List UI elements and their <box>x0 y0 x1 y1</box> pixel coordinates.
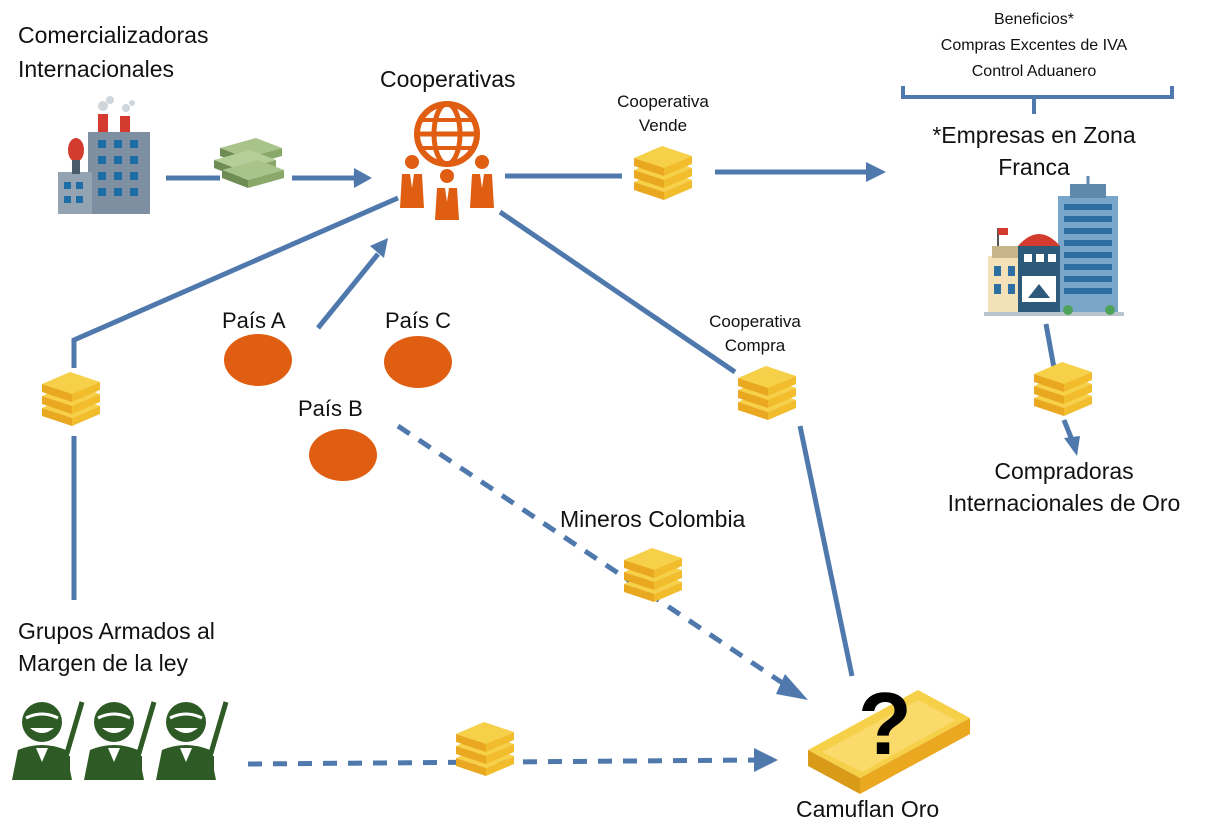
arrowhead-camuflan-1 <box>776 674 808 700</box>
gold-bars-icon-grupos <box>42 372 100 426</box>
gold-bars-icon-compradoras <box>1034 362 1092 416</box>
pais-c-marker <box>384 336 452 388</box>
arrow-pais-a-coop <box>316 252 380 330</box>
factory-icon <box>58 96 150 214</box>
connector-zf-gold <box>1043 323 1057 369</box>
compradoras-label-line2: Internacionales de Oro <box>947 490 1181 516</box>
cooperative-globe-icon <box>400 101 494 220</box>
connector-compra-camuflan <box>797 425 855 677</box>
gold-bars-icon-dashed <box>456 722 514 776</box>
money-stack-icon <box>214 138 284 188</box>
armed-group-icon <box>12 702 226 780</box>
pais-b-marker <box>309 429 377 481</box>
zona-franca-label-line2: Franca <box>998 154 1070 180</box>
mineros-label: Mineros Colombia <box>560 506 746 532</box>
gold-bars-icon-compra <box>738 366 796 420</box>
arrowhead-pais-a <box>370 238 388 258</box>
compradoras-label-line1: Compradoras <box>994 458 1134 484</box>
comercializadoras-label-line1: Comercializadoras <box>18 22 209 48</box>
gold-bars-icon-vende <box>634 146 692 200</box>
connector-grupos-coop <box>71 195 400 368</box>
arrowhead-cooperativas <box>354 168 372 188</box>
connector-gold-compradoras <box>1061 419 1075 441</box>
arrowhead-compradoras <box>1064 436 1080 456</box>
cooperativa-compra-label-line2: Compra <box>724 336 786 355</box>
beneficios-label-line1: Beneficios* <box>993 11 1075 28</box>
zona-franca-buildings-icon <box>984 176 1124 316</box>
pais-a-marker <box>224 334 292 386</box>
gold-bars-icon-mineros <box>624 548 682 602</box>
beneficios-bracket <box>901 86 1174 99</box>
comercializadoras-label-line2: Internacionales <box>18 56 174 82</box>
dashed-pais-b-camuflan <box>396 423 792 691</box>
cooperativa-vende-label-line1: Cooperativa <box>617 92 709 111</box>
beneficios-label-line2: Compras Excentes de IVA <box>940 37 1128 54</box>
pais-a-label: País A <box>222 308 286 333</box>
big-gold-bar-icon <box>808 690 970 794</box>
cooperativa-vende-label-line2: Vende <box>638 116 688 135</box>
beneficios-label-line3: Control Aduanero <box>971 63 1097 80</box>
connectors <box>71 86 1174 772</box>
question-mark: ? <box>858 674 912 773</box>
camuflan-label: Camuflan Oro <box>796 796 940 822</box>
pais-b-label: País B <box>298 396 363 421</box>
connector-coop-compra <box>498 209 737 375</box>
cooperativas-label: Cooperativas <box>380 66 516 92</box>
arrowhead-zona-franca <box>866 162 886 182</box>
arrowhead-camuflan-2 <box>754 748 778 772</box>
pais-c-label: País C <box>385 308 452 333</box>
grupos-label-line1: Grupos Armados al <box>18 618 215 644</box>
zona-franca-label-line1: *Empresas en Zona <box>932 122 1136 148</box>
cooperativa-compra-label-line1: Cooperativa <box>709 312 801 331</box>
grupos-label-line2: Margen de la ley <box>18 650 189 676</box>
